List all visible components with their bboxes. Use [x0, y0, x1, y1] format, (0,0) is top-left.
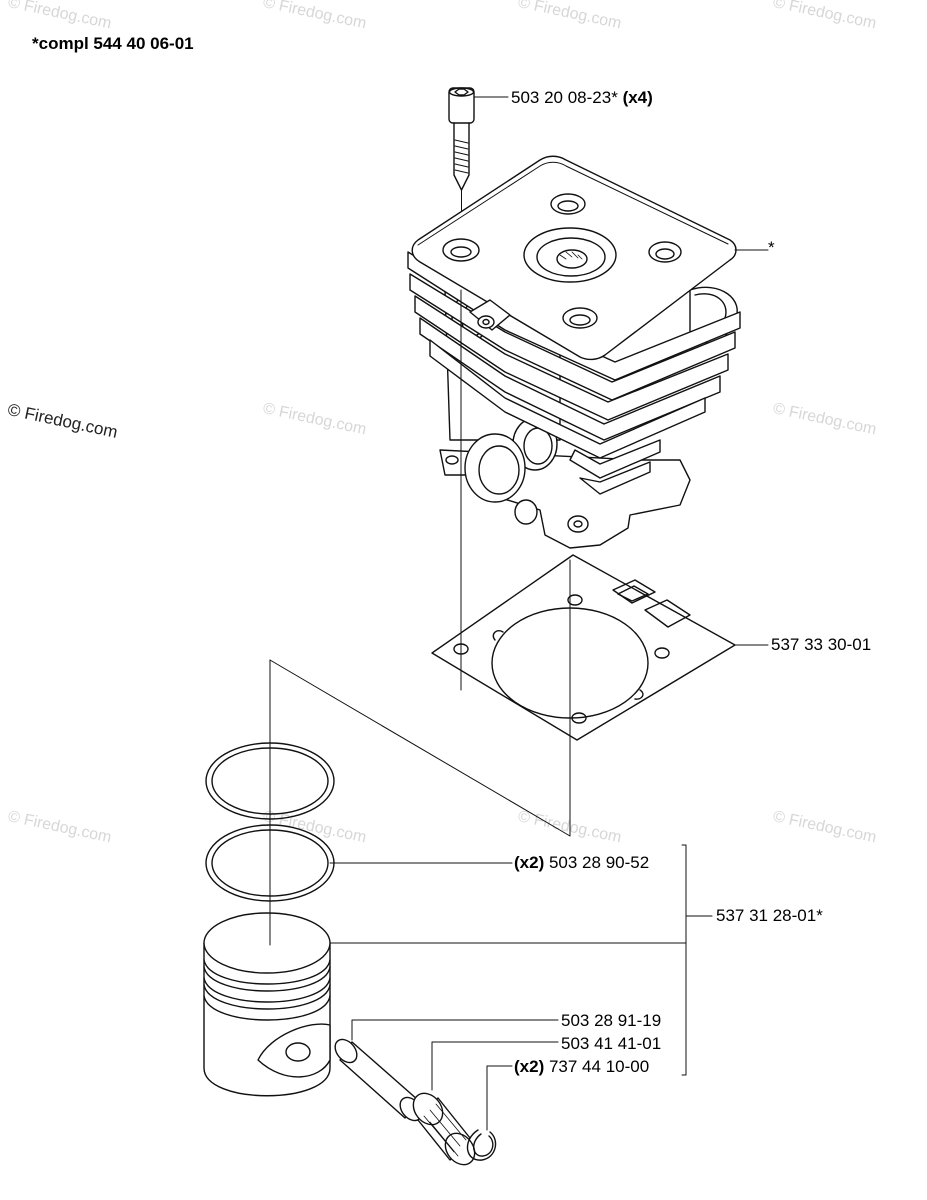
part-label-cylinder[interactable]: * — [768, 238, 775, 257]
part-label-gasket[interactable]: 537 33 30-01 — [771, 635, 872, 654]
part-number: 503 28 90-52 — [548, 853, 650, 872]
part-qty: (x2) — [514, 1057, 545, 1076]
cylinder-gasket[interactable] — [431, 554, 736, 741]
center-line — [269, 659, 571, 837]
part-label-needle-bearing[interactable]: 503 41 41-01 — [561, 1034, 662, 1053]
part-label-circlip[interactable]: (x2) 737 44 10-00 — [514, 1057, 649, 1077]
piston-pin[interactable] — [331, 1035, 427, 1124]
part-qty: (x2) — [514, 853, 545, 872]
part-label-piston-pin[interactable]: 503 28 91-19 — [561, 1011, 662, 1030]
assembly-note: *compl 544 40 06-01 — [32, 34, 194, 53]
needle-bearing[interactable] — [407, 1088, 480, 1171]
part-number: 737 44 10-00 — [548, 1057, 650, 1076]
cylinder[interactable] — [407, 155, 741, 549]
part-number: 503 20 08-23* — [511, 88, 618, 107]
circlip[interactable] — [466, 1129, 497, 1161]
piston[interactable] — [203, 912, 331, 1097]
part-label-bolt[interactable]: 503 20 08-23* (x4) — [511, 88, 653, 108]
part-qty: (x4) — [622, 88, 653, 107]
part-label-piston-rings[interactable]: (x2) 503 28 90-52 — [514, 853, 649, 873]
part-label-piston-kit[interactable]: 537 31 28-01* — [716, 906, 823, 925]
leader-lines — [329, 844, 713, 1131]
